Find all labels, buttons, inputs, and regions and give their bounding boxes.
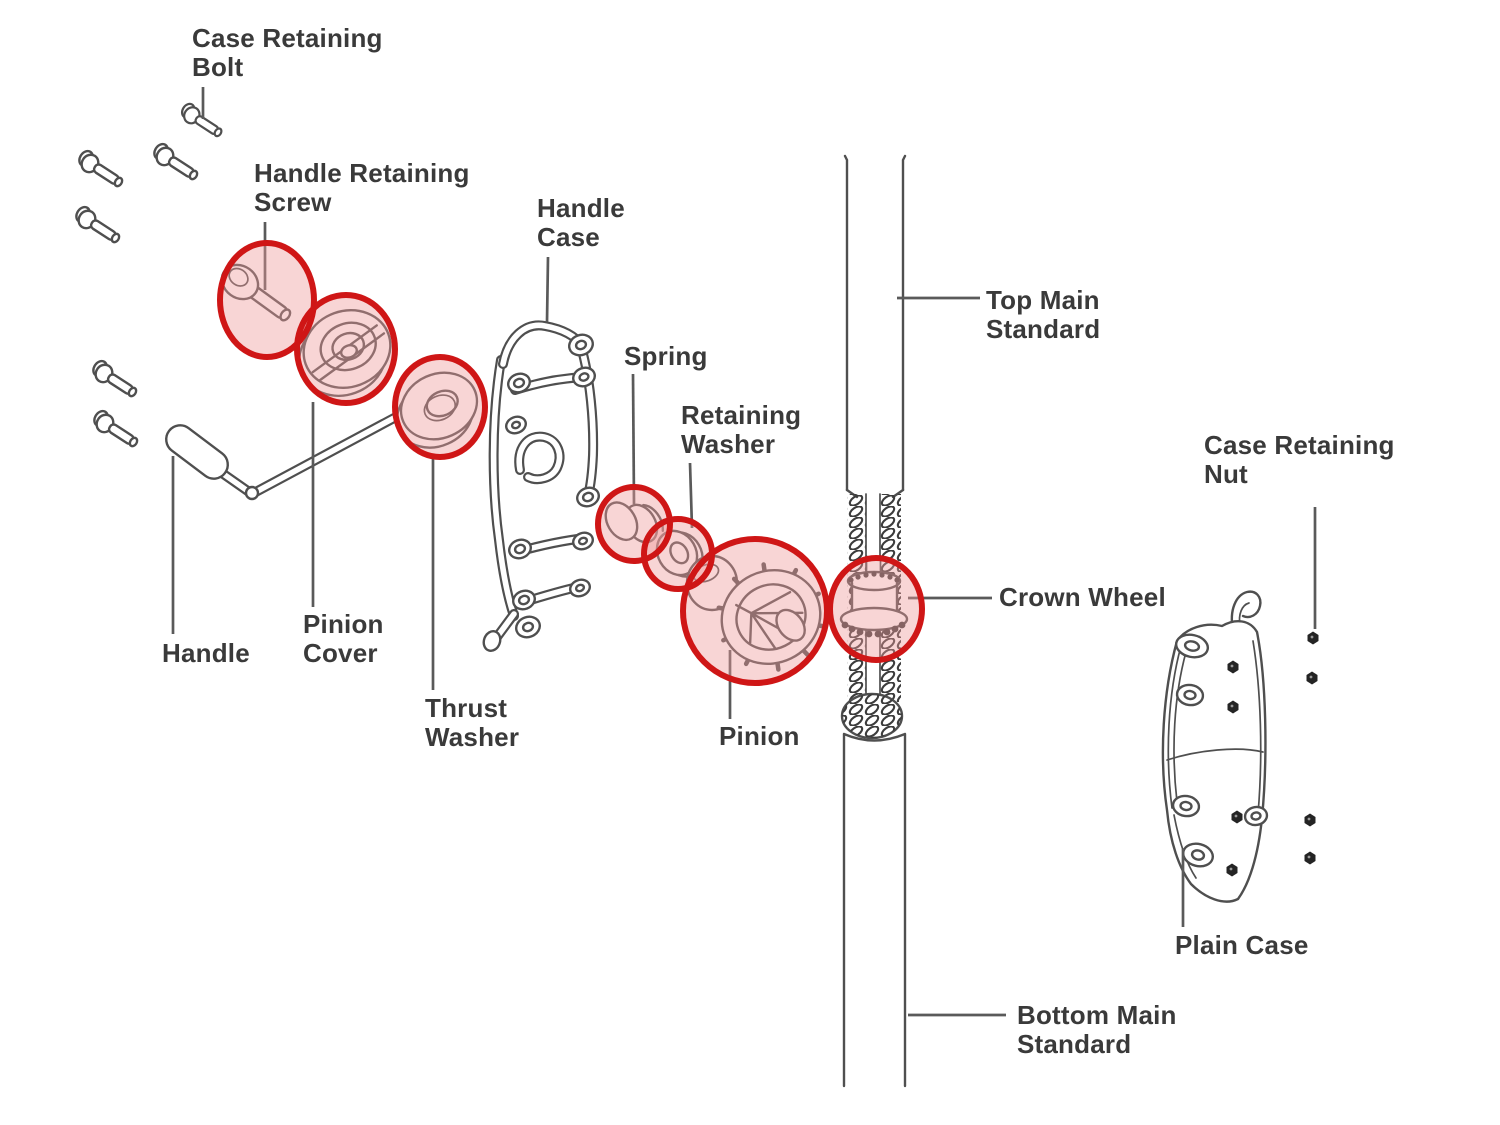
label-handle: Handle: [162, 638, 250, 668]
label-retaining-washer: Retaining Washer: [681, 400, 802, 459]
label-handle-retaining-screw: Handle Retaining Screw: [254, 158, 470, 217]
leader-lines: [171, 87, 1317, 1017]
plain-case: [1161, 590, 1269, 903]
highlight-crown-wheel: [827, 555, 925, 663]
label-bottom-main-standard: Bottom Main Standard: [1017, 1000, 1177, 1059]
label-case-retaining-nut: Case Retaining Nut: [1204, 430, 1395, 489]
label-spring: Spring: [624, 341, 708, 371]
case-retaining-bolts: [70, 100, 227, 453]
highlight-pinion-cover: [294, 292, 398, 406]
highlight-rings: [217, 240, 925, 686]
label-top-main-standard: Top Main Standard: [986, 285, 1101, 344]
highlight-handle-retaining-screw: [217, 240, 317, 360]
label-case-retaining-bolt: Case Retaining Bolt: [192, 23, 383, 82]
label-pinion-cover: Pinion Cover: [303, 609, 384, 668]
highlight-spring: [595, 484, 673, 564]
thrust-washer: [395, 371, 479, 449]
crown-wheel: [839, 555, 909, 638]
handle-case: [482, 320, 600, 652]
label-pinion: Pinion: [719, 721, 800, 751]
label-plain-case: Plain Case: [1175, 930, 1309, 960]
label-thrust-washer: Thrust Washer: [425, 693, 520, 752]
label-crown-wheel: Crown Wheel: [999, 582, 1166, 612]
highlight-thrust-washer: [392, 354, 488, 460]
label-handle-case: Handle Case: [537, 193, 625, 252]
pinion-cover: [297, 309, 392, 397]
highlight-pinion: [680, 536, 830, 686]
